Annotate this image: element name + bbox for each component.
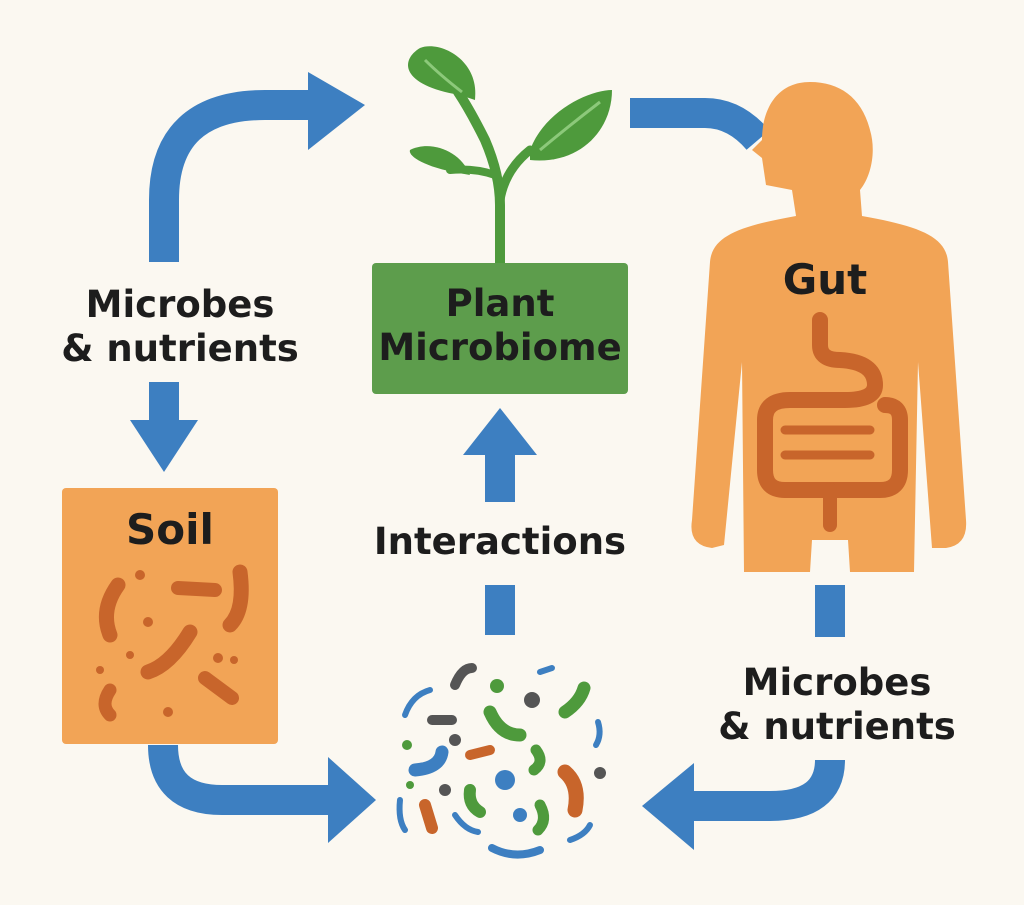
- plant-microbiome-box: [372, 263, 628, 394]
- intestines-icon: [757, 312, 908, 532]
- seedling-icon: [408, 46, 612, 270]
- right-flow-line1: Microbes: [742, 661, 932, 704]
- arrow-down-to-soil: [130, 382, 198, 472]
- left-flow-line2: & nutrients: [61, 327, 299, 371]
- arrow-human-down: [815, 585, 845, 637]
- soil-box: [62, 488, 278, 744]
- interactions-label: Interactions: [373, 520, 627, 563]
- plant-label-line1: Plant: [445, 282, 555, 325]
- left-flow-label: Microbes & nutrients: [50, 283, 310, 372]
- arrow-right-to-microbes: [642, 759, 845, 850]
- right-flow-label: Microbes & nutrients: [712, 661, 962, 750]
- right-flow-line2: & nutrients: [718, 705, 956, 749]
- plant-label-line2: Microbiome: [378, 326, 622, 370]
- plant-microbiome-label: Plant Microbiome: [372, 282, 628, 371]
- gut-label: Gut: [782, 255, 868, 304]
- soil-microbes-icon: [98, 564, 249, 722]
- arrow-microbes-to-plant: [463, 408, 537, 635]
- soil-label: Soil: [126, 505, 214, 554]
- microbe-dots: [402, 679, 606, 822]
- left-flow-line1: Microbes: [85, 283, 275, 326]
- arrow-plant-to-human: [630, 98, 770, 151]
- arrow-to-plant-top: [149, 72, 365, 262]
- soil-dots: [96, 570, 238, 717]
- microbe-cluster-icon: [396, 663, 603, 859]
- arrow-soil-to-microbes: [148, 744, 376, 843]
